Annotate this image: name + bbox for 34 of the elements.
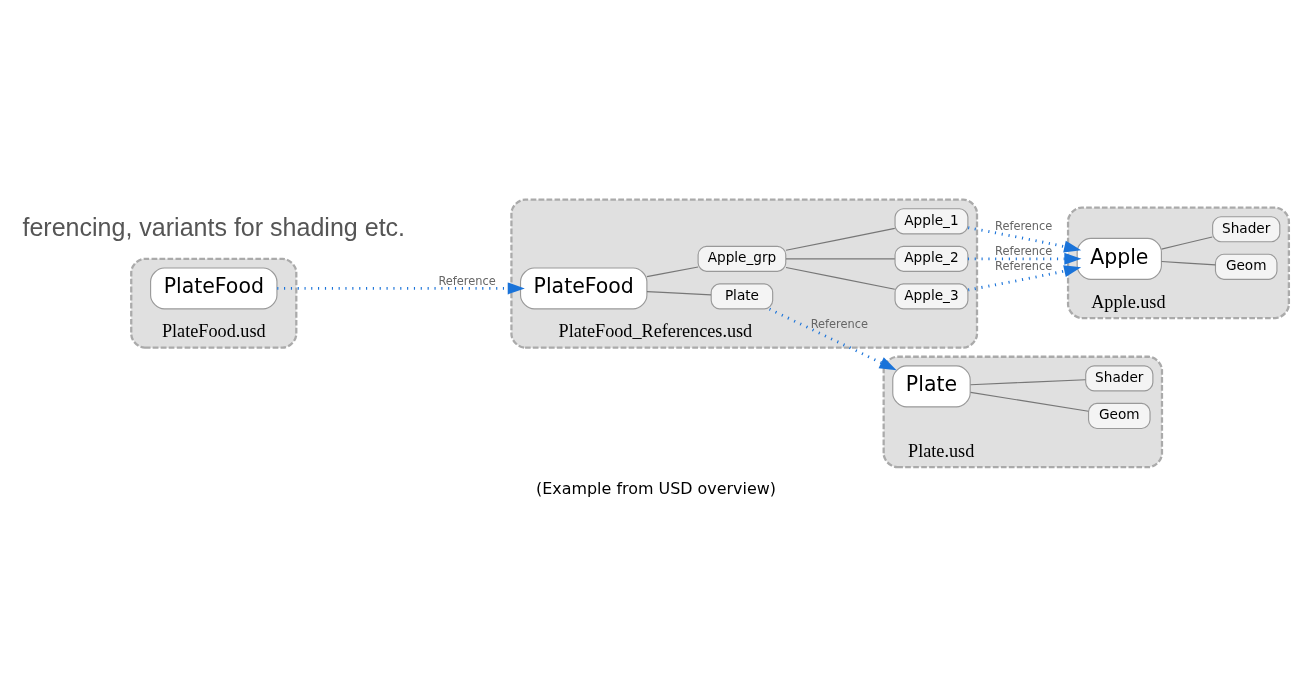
edge-label: Reference [995,243,1053,258]
arrow [277,281,525,294]
connector [646,265,699,277]
connector [646,290,712,295]
arrow [967,225,1082,252]
edge-label: Reference [810,316,868,331]
connector [785,257,896,259]
node-box: Plate [710,282,774,309]
node-box: Shader [1085,364,1154,391]
arrow [768,307,897,370]
connector [970,378,1087,385]
node-box: Apple [1076,237,1162,280]
caption: (Example from USD overview) [536,478,776,498]
arrow [967,252,1082,265]
edge-label: Reference [438,273,496,288]
connector [785,227,896,251]
connector [1161,260,1216,265]
node-box: Apple_grp [697,245,787,272]
node-box: Geom [1088,402,1151,429]
connector [785,266,896,290]
edge-label: Reference [995,218,1053,233]
node-box: Apple_1 [894,207,969,234]
connector [970,391,1089,412]
edge-label: Reference [995,258,1053,273]
node-box: Plate [892,364,971,407]
node-box: PlateFood [150,266,278,309]
node-box: Shader [1212,215,1281,242]
node-box: PlateFood [519,266,648,309]
node-box: Apple_2 [894,245,969,272]
connector [1161,236,1213,250]
node-box: Geom [1214,253,1278,280]
arrow [967,264,1082,291]
label: ferencing, variants for shading etc. [22,212,406,241]
node-box: Apple_3 [894,282,969,309]
